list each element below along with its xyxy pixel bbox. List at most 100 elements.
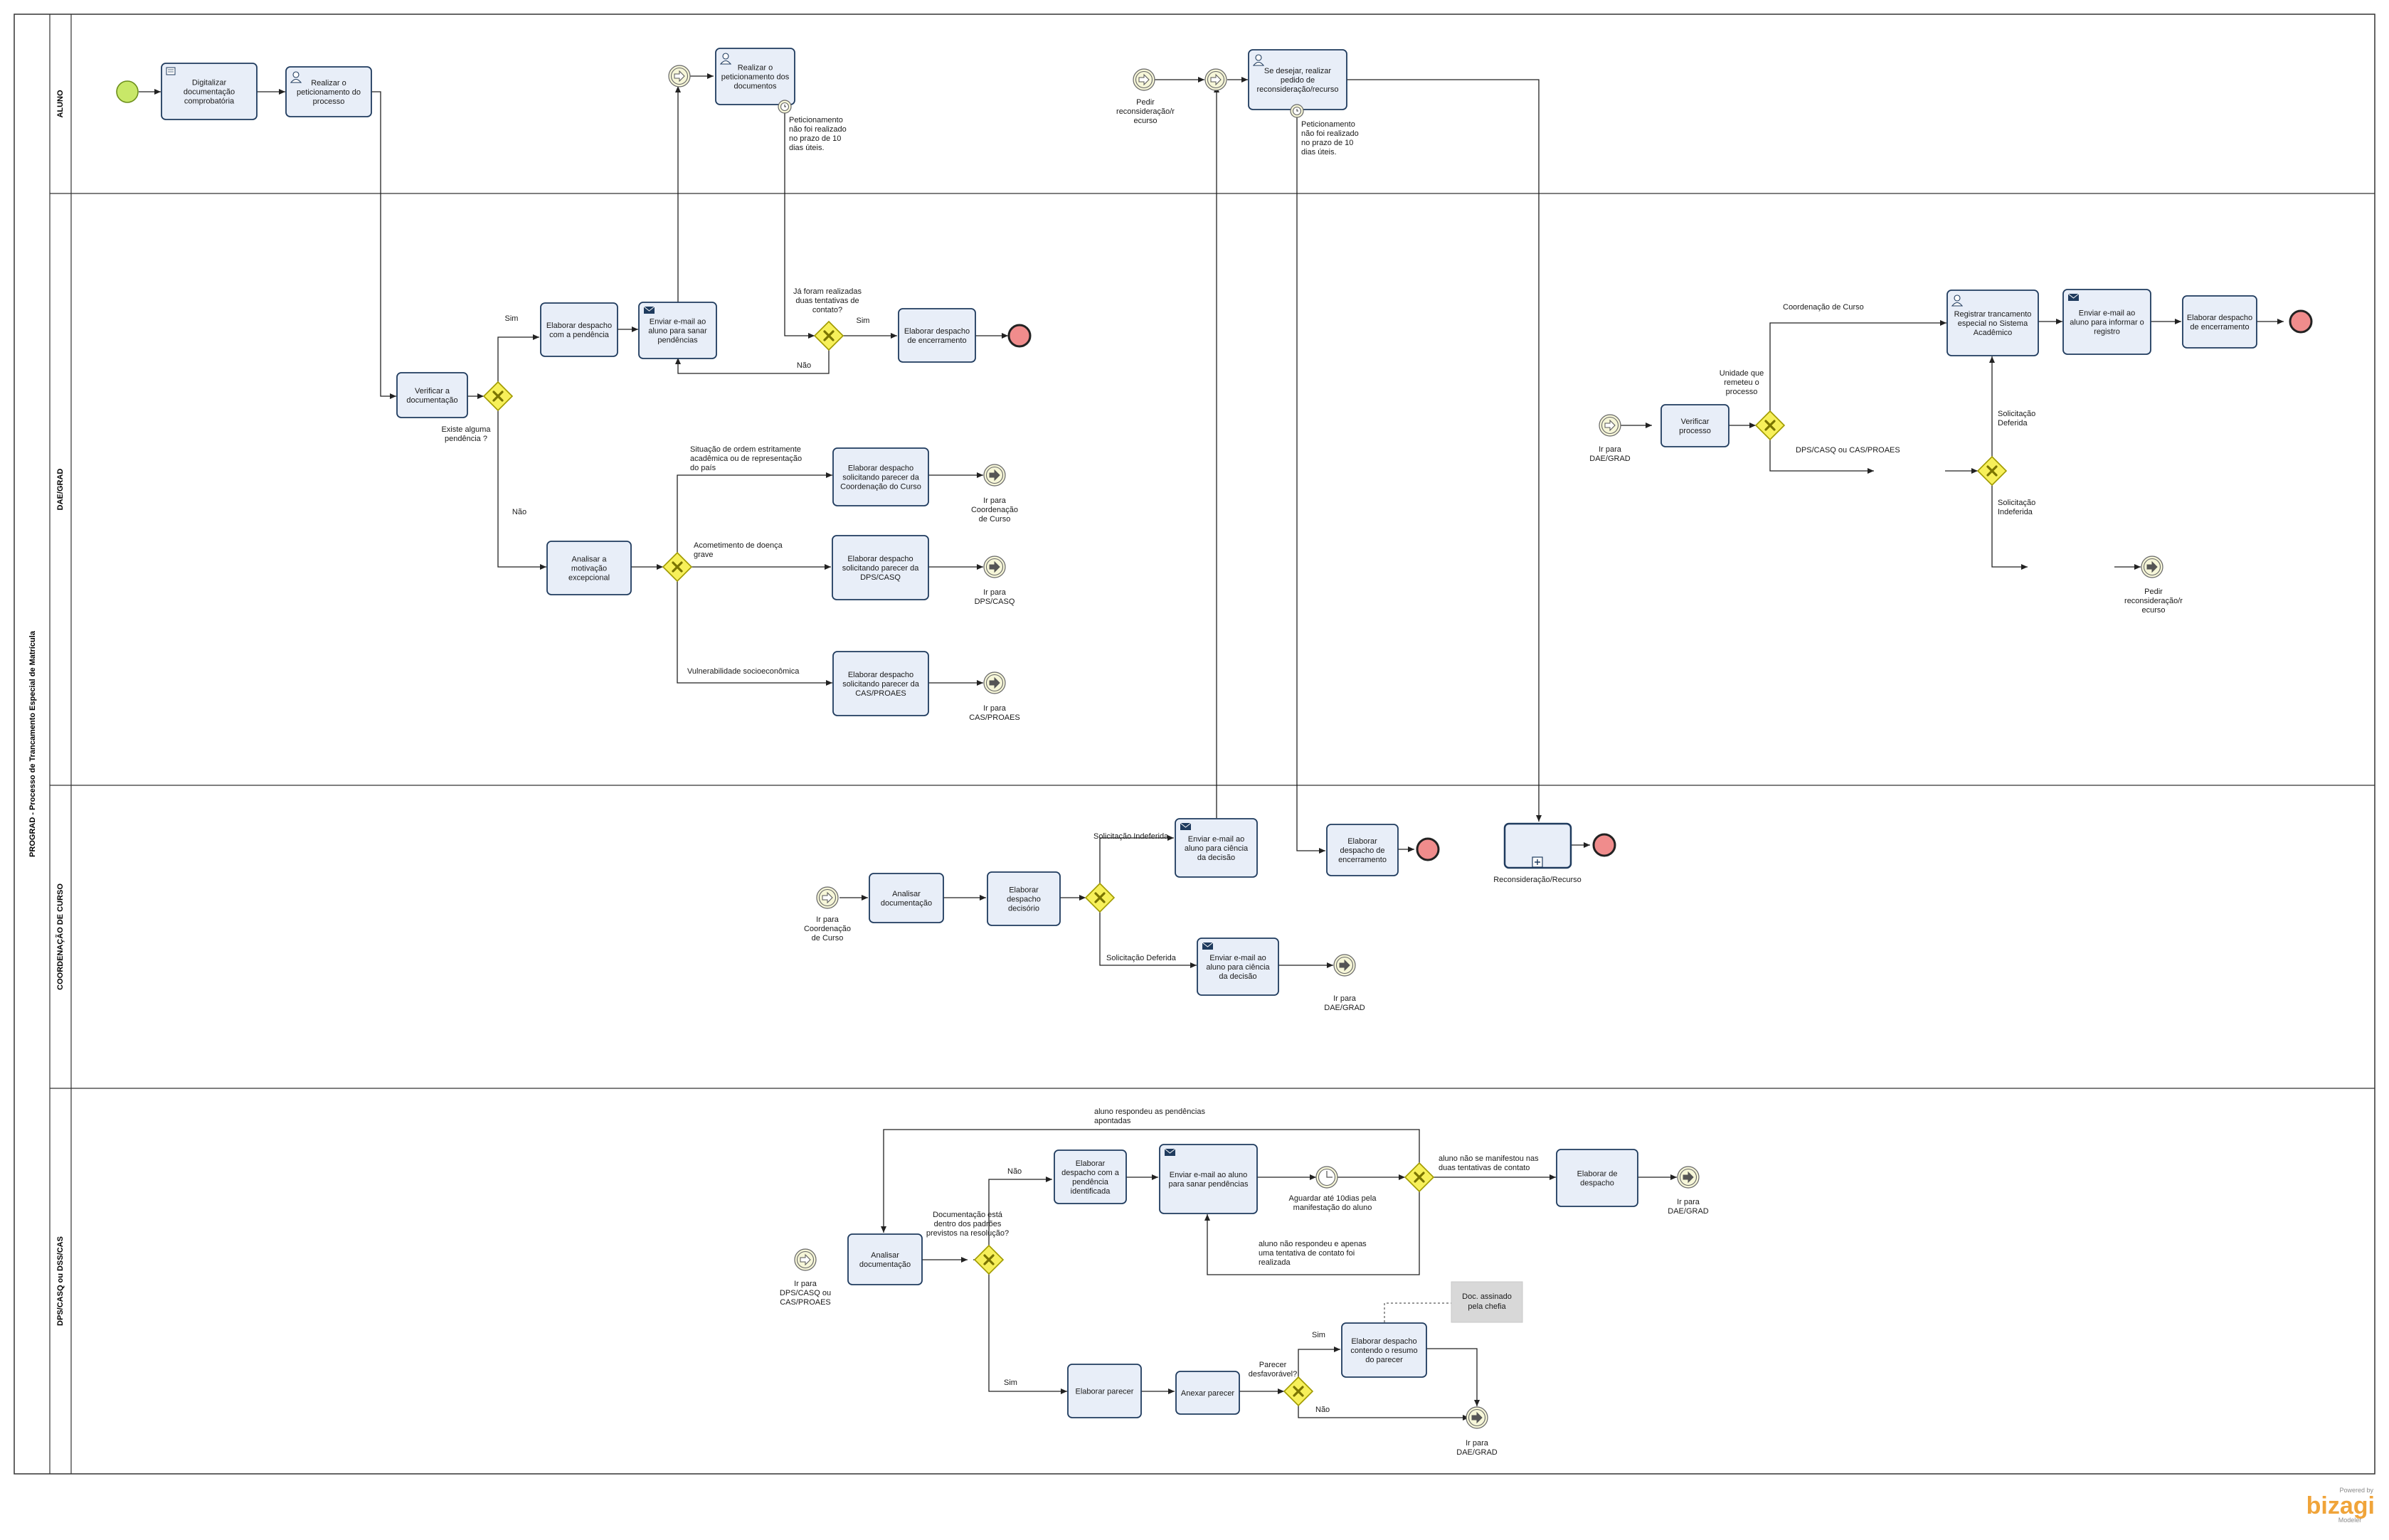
gateways-layer — [482, 320, 2008, 1407]
start-event[interactable] — [116, 80, 139, 103]
label-e_coord-line-1: Ir para — [983, 496, 1007, 505]
label-f_respondeu-line-2: apontadas — [1094, 1117, 1131, 1125]
label-f_naomanif-line-2: duas tentativas de contato — [1439, 1164, 1530, 1172]
gateway-parecer-desfavoravel[interactable] — [1283, 1376, 1314, 1407]
task-elabpendid-line-3: pendência — [1072, 1178, 1109, 1186]
link-catch-event-reconsideracao[interactable] — [1204, 68, 1227, 91]
label-f_nao1-line-1: Não — [512, 508, 526, 516]
link-throw-event-dae-grad-2[interactable] — [1677, 1166, 1700, 1189]
label-f_nao1: Não — [512, 508, 526, 516]
label-e_aguardar-line-1: Aguardar até 10dias pela — [1289, 1194, 1377, 1203]
link-catch-event-pedir-reconsideracao[interactable] — [1133, 68, 1155, 91]
task-elabresumo-line-1: Elaborar despacho — [1351, 1337, 1416, 1346]
link-throw-event-dae-grad-1[interactable] — [1333, 954, 1356, 977]
task-emailreg-line-1: Enviar e-mail ao — [2079, 309, 2135, 318]
link-catch-event-dae-grad[interactable] — [1599, 414, 1621, 437]
link-throw-event-pedir-reconsideracao[interactable] — [2141, 556, 2163, 578]
lane-label-dae-grad: DAE/GRAD — [56, 469, 65, 511]
link-throw-event-cas[interactable] — [983, 671, 1006, 694]
label-e_timer2-line-3: no prazo de 10 — [1301, 139, 1353, 147]
label-f_sim4-line-1: Sim — [1312, 1331, 1325, 1339]
label-e_timer2-line-1: Peticionamento — [1301, 120, 1355, 129]
task-emailcien2-line-1: Enviar e-mail ao — [1188, 835, 1244, 844]
task-analdoc1-line-1: Analisar — [892, 890, 921, 898]
gateway-solicitacao[interactable] — [1976, 455, 2008, 487]
gateway-motivacao[interactable] — [662, 551, 693, 583]
boundary-timer-event-1[interactable] — [778, 100, 792, 114]
label-f_coordcurso-line-1: Coordenação de Curso — [1783, 303, 1864, 312]
gateway-existe-pendencia[interactable] — [482, 381, 514, 412]
label-f_naorespondeu-line-1: aluno não respondeu e apenas — [1259, 1240, 1367, 1248]
label-f_situacao-line-3: do país — [690, 464, 716, 472]
label-f_nao2-line-1: Não — [797, 361, 811, 370]
footer-brand: bizagi — [2306, 1492, 2375, 1519]
task-verifdoc-line-2: documentação — [406, 396, 457, 405]
link-catch-event-peticionamento[interactable] — [668, 65, 691, 87]
end-event-encerramento-1[interactable] — [1007, 324, 1032, 348]
label-g_unidade-line-3: processo — [1726, 388, 1758, 396]
mail-icon — [643, 306, 655, 314]
gateway-unidade[interactable] — [1754, 410, 1786, 441]
end-event-reconsideracao[interactable] — [1592, 833, 1616, 857]
task-anexar[interactable]: Anexar parecer — [1175, 1371, 1240, 1415]
subprocess-reconsideracao[interactable] — [1503, 822, 1572, 869]
user-task-icon — [1951, 294, 1964, 307]
task-elabdec2-line-2: despacho — [1007, 896, 1041, 904]
end-event-encerramento-2[interactable] — [2289, 309, 2313, 334]
link-throw-event-dae-grad-3[interactable] — [1466, 1406, 1488, 1429]
timer-event-aguardar[interactable] — [1315, 1166, 1338, 1189]
end-event-encerramento-3[interactable] — [1416, 837, 1440, 861]
label-e_irdae1-line-1: Ir para — [1599, 445, 1622, 454]
gateway-resposta-aluno[interactable] — [1404, 1162, 1435, 1193]
link-throw-event-coordenacao[interactable] — [983, 464, 1006, 487]
task-emailsanar-line-2: para sanar pendências — [1169, 1180, 1249, 1189]
gateway-decisao-coordenacao[interactable] — [1084, 882, 1116, 913]
label-f_acomet-line-1: Acometimento de doença — [694, 541, 783, 550]
label-f_naorespondeu-line-3: realizada — [1259, 1258, 1291, 1267]
link-throw-event-dps[interactable] — [983, 556, 1006, 578]
gateway-documentacao-padrao[interactable] — [973, 1244, 1005, 1275]
task-emailcien3-line-3: da decisão — [1219, 972, 1256, 981]
task-emailcien3-line-1: Enviar e-mail ao — [1209, 954, 1266, 962]
task-elabparecer[interactable]: Elaborar parecer — [1067, 1364, 1142, 1418]
gateway-duas-tentativas[interactable] — [813, 320, 844, 351]
user-task-icon — [1252, 54, 1265, 66]
task-elabdesp-line-2: despacho — [1580, 1179, 1614, 1188]
label-e_timer2-line-4: dias úteis. — [1301, 148, 1337, 156]
label-f_nao4-line-1: Não — [1315, 1406, 1330, 1414]
boundary-timer-event-2[interactable] — [1290, 104, 1304, 118]
link-catch-event-dps-cas[interactable] — [794, 1248, 817, 1271]
task-elabenc3-line-2: despacho de — [1340, 846, 1385, 855]
link-catch-event-coordenacao[interactable] — [816, 886, 839, 909]
footer-product: Modeler — [2338, 1517, 2362, 1524]
